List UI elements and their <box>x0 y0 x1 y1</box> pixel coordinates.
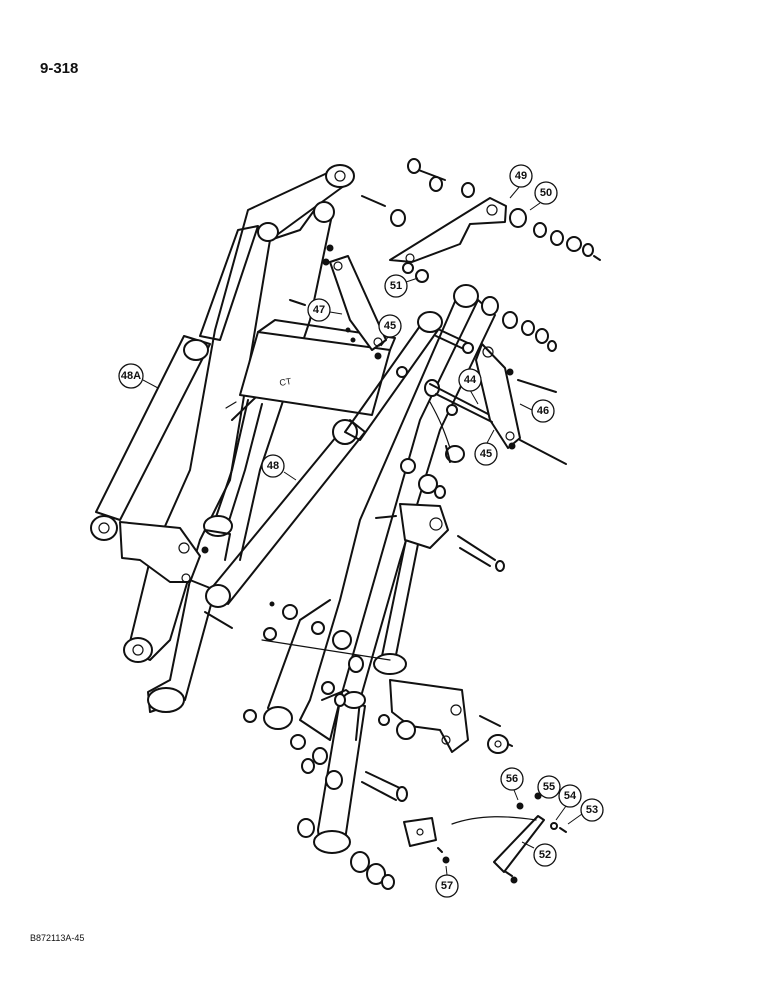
upper-hardware <box>322 158 601 465</box>
callout-57-label: 57 <box>441 880 453 892</box>
callout-45b-label: 45 <box>480 448 492 460</box>
callout-52: 52 <box>521 841 557 867</box>
callout-51-label: 51 <box>390 280 402 292</box>
callout-54-label: 54 <box>564 790 577 802</box>
callout-45b: 45 <box>474 429 498 466</box>
callout-57: 57 <box>435 865 459 898</box>
callout-49: 49 <box>509 164 533 199</box>
callout-48a: 48A <box>118 363 159 389</box>
bucket-link-arm <box>205 419 366 608</box>
callout-49-label: 49 <box>515 170 527 182</box>
lower-hardware <box>290 734 567 890</box>
callout-54: 54 <box>555 784 582 821</box>
callout-44: 44 <box>458 368 482 405</box>
callout-55: 55 <box>537 775 561 799</box>
bracket-52 <box>451 815 545 873</box>
upper-link <box>389 197 507 263</box>
lift-cylinder <box>90 225 259 541</box>
callout-52-label: 52 <box>539 849 551 861</box>
callout-45a-label: 45 <box>384 320 396 332</box>
page-number: 9-318 <box>40 60 79 77</box>
callout-50-label: 50 <box>540 187 552 199</box>
link-46 <box>475 343 521 449</box>
bell-crank-right <box>389 679 469 753</box>
callout-46: 46 <box>519 399 555 423</box>
callout-48: 48 <box>261 454 297 481</box>
middle-hardware <box>201 458 513 754</box>
cross-tube: CT <box>225 319 396 421</box>
callout-56: 56 <box>500 767 524 801</box>
callout-50: 50 <box>529 181 558 211</box>
tilt-cylinder <box>203 311 443 561</box>
callout-53-label: 53 <box>586 804 598 816</box>
callout-55-label: 55 <box>543 781 555 793</box>
callout-48a-label: 48A <box>121 370 141 382</box>
callout-47-label: 47 <box>313 304 325 316</box>
figure-id: B872113A-45 <box>30 933 85 943</box>
link-47 <box>329 255 387 351</box>
callout-47: 47 <box>307 298 343 322</box>
right-tilt-cylinder <box>373 503 449 675</box>
bell-crank-left <box>119 521 201 583</box>
callout-45a: 45 <box>378 314 402 347</box>
loader-frame-left-upright <box>123 164 355 713</box>
callout-44-label: 44 <box>464 374 477 386</box>
callout-51: 51 <box>384 274 419 298</box>
callout-53: 53 <box>567 798 604 825</box>
callout-56-label: 56 <box>506 773 518 785</box>
callout-46-label: 46 <box>537 405 549 417</box>
svg-text:CT: CT <box>279 376 293 388</box>
callout-48-label: 48 <box>267 460 279 472</box>
